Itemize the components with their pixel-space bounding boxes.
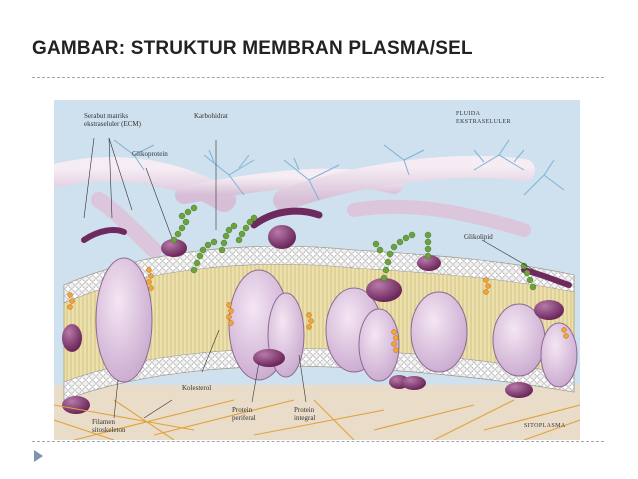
- label-cytoplasm: SITOPLASMA: [524, 423, 566, 429]
- cholesterol-molecules: [67, 267, 569, 353]
- peripheral-proteins: [62, 349, 533, 414]
- footer-divider: [32, 441, 604, 442]
- title-divider: [32, 77, 604, 78]
- cytoskeleton-filaments: [54, 399, 580, 440]
- integral-proteins: [95, 257, 578, 388]
- leader-lines: [83, 137, 535, 419]
- ecm-fibers: [54, 155, 535, 258]
- label-extracellular-fluid: FLUIDA EKSTRASELULER: [456, 111, 511, 125]
- membrane-diagram: Serabut matriks ekstraseluler (ECM) Karb…: [54, 100, 580, 440]
- cytoplasm-background: [54, 385, 580, 440]
- label-glycoprotein: Glikoprotein: [132, 150, 168, 158]
- label-cholesterol: Kolesterol: [182, 384, 212, 392]
- label-cytoskeleton: Filamen sitoskeleton: [92, 418, 126, 434]
- label-carbohydrate: Karbohidrat: [194, 112, 228, 120]
- membrane-illustration: [54, 100, 580, 440]
- carbohydrate-chains: [170, 204, 537, 291]
- label-integral-protein: Protein integral: [294, 406, 316, 422]
- label-glycolipid: Glikolipid: [464, 233, 493, 241]
- slide-title: GAMBAR: STRUKTUR MEMBRAN PLASMA/SEL: [32, 38, 473, 59]
- fibrous-network: [113, 139, 565, 201]
- bullet-arrow-icon: [34, 450, 43, 462]
- label-ecm: Serabut matriks ekstraseluler (ECM): [84, 112, 141, 128]
- label-peripheral-protein: Protein periferal: [232, 406, 256, 422]
